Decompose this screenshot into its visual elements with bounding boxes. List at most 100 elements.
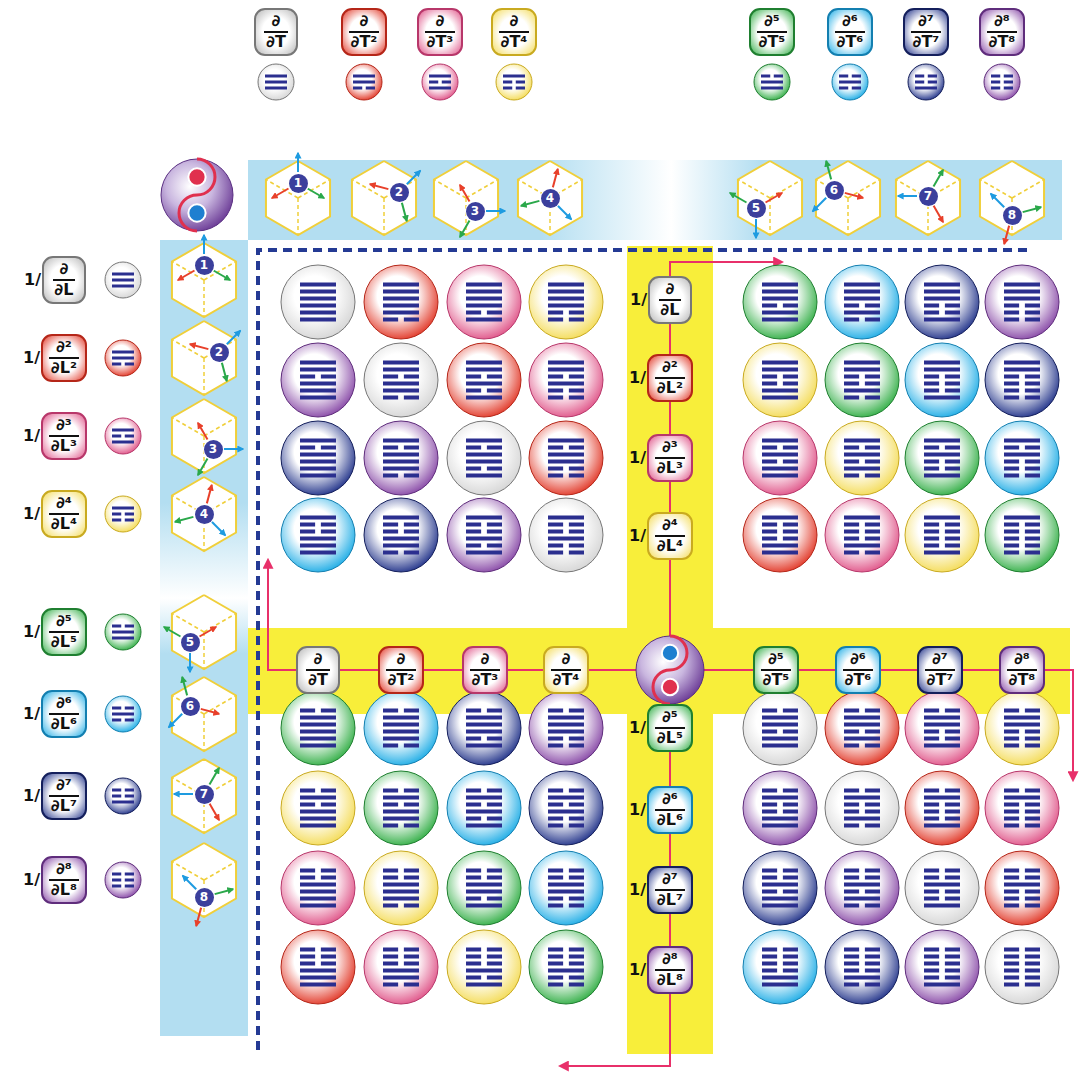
hexagram-ball [447, 343, 521, 417]
yin-line [300, 375, 315, 379]
ball [529, 851, 603, 925]
hexagram-ball [825, 771, 899, 845]
yang-line [300, 283, 336, 287]
operator-numerator: ∂ [434, 13, 447, 31]
yang-line [466, 368, 502, 372]
yin-line [1004, 311, 1019, 315]
hexagram-ball [529, 851, 603, 925]
yin-line [945, 537, 960, 541]
yin-line [569, 983, 584, 987]
yang-line [548, 810, 584, 814]
yin-line [112, 873, 121, 876]
yin-line [783, 537, 798, 541]
yin-line [865, 824, 880, 828]
yang-line [844, 361, 880, 365]
yang-line [762, 318, 798, 322]
yin-line [924, 537, 939, 541]
yang-line [300, 730, 336, 734]
yin-line [1004, 904, 1019, 908]
yin-line [924, 467, 939, 471]
yin-line [125, 885, 134, 888]
yang-line [762, 439, 798, 443]
yin-line [783, 460, 798, 464]
yin-line [865, 537, 880, 541]
yin-line [548, 551, 563, 555]
cube-hidden-edge [204, 418, 236, 437]
hexagram-ball [447, 498, 521, 572]
yin-line [1025, 460, 1040, 464]
operator-box: ∂∂T [254, 8, 298, 56]
yang-line [300, 983, 336, 987]
yin-line [466, 817, 481, 821]
yin-line [466, 523, 481, 527]
callout-number: 6 [825, 181, 844, 200]
yin-line [762, 446, 777, 450]
yin-line [865, 876, 880, 880]
cube-outline [172, 321, 236, 395]
yin-line [487, 803, 502, 807]
trigram-ball [105, 496, 141, 532]
operator-box: 1/∂³∂L³ [647, 434, 693, 482]
axis-arrow [1004, 226, 1009, 244]
reciprocal-prefix: 1/ [629, 962, 646, 979]
yin-line [844, 530, 859, 534]
yin-line [852, 87, 861, 90]
yin-line [383, 869, 398, 873]
yin-line [548, 976, 563, 980]
yin-line [783, 969, 798, 973]
axis-arrow [210, 768, 220, 784]
yang-line [924, 474, 960, 478]
yin-line [924, 709, 939, 713]
cube-icon [352, 161, 420, 235]
yang-line [112, 273, 134, 276]
yin-line [783, 803, 798, 807]
yin-line [383, 523, 398, 527]
yin-line [839, 87, 848, 90]
operator-numerator: ∂⁵ [660, 709, 680, 727]
operator-denominator: ∂T² [349, 31, 380, 51]
yang-line [383, 976, 419, 980]
cube-icon [172, 321, 240, 395]
yin-line [844, 474, 859, 478]
cube-hidden-edge [352, 180, 384, 199]
operator-box: 1/∂²∂L² [647, 354, 693, 402]
yin-line [1025, 824, 1040, 828]
axis-arrow [826, 161, 831, 179]
yin-line [1004, 530, 1019, 534]
yin-line [783, 304, 798, 308]
cube-outline [738, 161, 802, 235]
ball [985, 691, 1059, 765]
yang-line [762, 897, 798, 901]
yang-line [429, 87, 451, 90]
yang-line [924, 396, 960, 400]
yang-line [112, 429, 134, 432]
yin-line [466, 389, 481, 393]
ball [281, 343, 355, 417]
yin-line [924, 897, 939, 901]
yin-line [844, 969, 859, 973]
operator-box: 1/∂⁷∂L⁷ [647, 866, 693, 914]
yin-line [487, 955, 502, 959]
yang-line [548, 368, 584, 372]
ball [908, 64, 944, 100]
yang-line [466, 796, 502, 800]
reciprocal-prefix: 1/ [629, 528, 646, 545]
yin-line [865, 983, 880, 987]
ball [743, 343, 817, 417]
ball [105, 262, 141, 298]
operator-numerator: ∂ [664, 281, 677, 299]
operator-box: 1/∂²∂L² [41, 334, 87, 382]
reciprocal-prefix: 1/ [629, 370, 646, 387]
yin-line [321, 789, 336, 793]
ball [905, 498, 979, 572]
yin-line [300, 789, 315, 793]
yin-line [1004, 474, 1019, 478]
yin-line [321, 955, 336, 959]
ball [905, 930, 979, 1004]
hexagram-ball [743, 771, 817, 845]
yang-line [383, 311, 419, 315]
yin-line [516, 87, 525, 90]
yin-line [321, 948, 336, 952]
yang-line [762, 551, 798, 555]
operator-box: ∂∂T [296, 646, 340, 694]
